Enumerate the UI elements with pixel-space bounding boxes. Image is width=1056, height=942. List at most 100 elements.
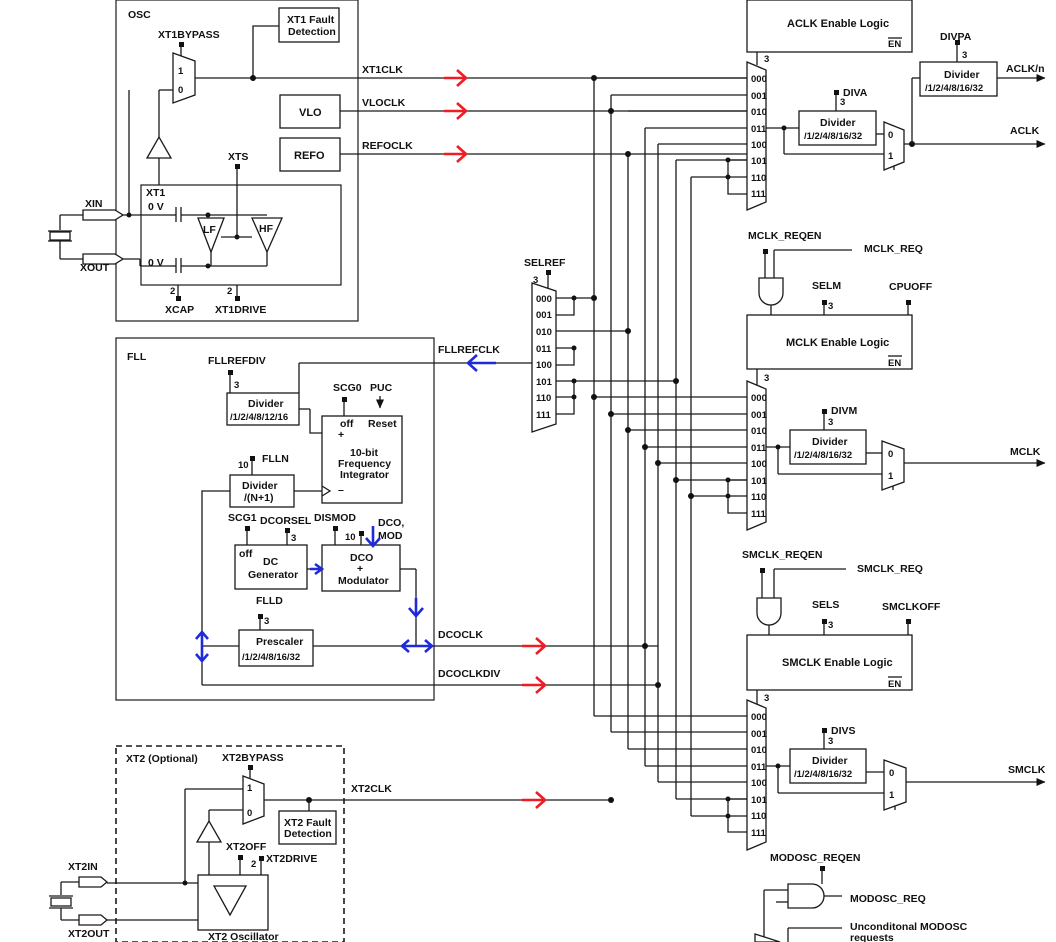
svg-text:/1/2/4/8/16/32: /1/2/4/8/16/32 — [794, 769, 852, 780]
svg-text:011: 011 — [751, 124, 767, 135]
red-arrow-refoclk — [444, 145, 468, 163]
svg-text:MOD: MOD — [378, 530, 403, 542]
osc-label: OSC — [128, 9, 151, 21]
svg-text:Divider: Divider — [812, 755, 848, 767]
svg-text:111: 111 — [751, 189, 767, 200]
svg-text:/1/2/4/8/12/16: /1/2/4/8/12/16 — [230, 412, 288, 423]
svg-text:110: 110 — [751, 811, 766, 822]
svg-text:DCO: DCO — [350, 552, 373, 564]
svg-text:110: 110 — [751, 492, 766, 503]
modosc-and-gate — [787, 883, 825, 909]
svg-text:0: 0 — [247, 808, 252, 819]
xt1-crystal — [49, 231, 71, 241]
red-arrow-vloclk — [444, 102, 468, 120]
svg-text:Divider: Divider — [248, 398, 284, 410]
xt2-crystal — [50, 897, 72, 907]
svg-text:SMCLK Enable Logic: SMCLK Enable Logic — [782, 657, 893, 669]
svg-text:001: 001 — [751, 410, 768, 421]
smclk-output: SMCLK — [1008, 764, 1046, 776]
xt1-bypass-mux — [172, 52, 196, 104]
aclk-output: ACLK — [1010, 125, 1040, 137]
xt2off-label: XT2OFF — [226, 841, 267, 853]
svg-text:VLO: VLO — [299, 107, 322, 119]
svg-text:100: 100 — [751, 140, 767, 151]
fllrefdiv-label: FLLREFDIV — [208, 355, 266, 367]
svg-text:XT1 Fault: XT1 Fault — [287, 14, 335, 26]
svg-text:010: 010 — [536, 327, 552, 338]
svg-text:101: 101 — [751, 156, 768, 167]
svg-text:100: 100 — [751, 459, 767, 470]
svg-text:011: 011 — [751, 762, 767, 773]
scg1-label: SCG1 — [228, 512, 257, 524]
scg0-label: SCG0 — [333, 382, 362, 394]
svg-text:Divider: Divider — [944, 69, 980, 81]
svg-text:1: 1 — [247, 783, 253, 794]
red-flow-arrows — [444, 69, 547, 809]
xout-label: XOUT — [80, 262, 110, 274]
dcoclk-label: DCOCLK — [438, 629, 483, 641]
dc-generator — [234, 544, 308, 590]
svg-text:2: 2 — [227, 286, 232, 297]
svg-text:111: 111 — [536, 410, 552, 421]
red-arrow-xt1clk — [444, 69, 468, 87]
xt2in-label: XT2IN — [68, 861, 98, 873]
svg-text:1: 1 — [888, 471, 894, 482]
svg-text:3: 3 — [764, 693, 769, 704]
sels-label: SELS — [812, 599, 839, 611]
svg-text:3: 3 — [764, 373, 769, 384]
modosc-reqen-label: MODOSC_REQEN — [770, 852, 860, 864]
svg-text:DC: DC — [263, 556, 279, 568]
svg-text:XT1: XT1 — [146, 187, 165, 199]
svg-text:Divider: Divider — [242, 480, 278, 492]
svg-text:0: 0 — [178, 85, 183, 96]
svg-text:110: 110 — [751, 173, 766, 184]
smclk-enable-logic — [746, 634, 913, 691]
xt1-fault-detection — [278, 7, 340, 43]
svg-text:101: 101 — [751, 476, 768, 487]
fll-label: FLL — [127, 351, 147, 363]
svg-text:Frequency: Frequency — [338, 458, 391, 470]
xt1-oscillator-box — [140, 184, 342, 286]
svg-text:1: 1 — [888, 151, 894, 162]
svg-text:EN: EN — [888, 679, 901, 690]
dcorsel-label: DCORSEL — [260, 515, 312, 527]
aclk-divider — [798, 110, 877, 146]
svg-text:3: 3 — [962, 50, 967, 61]
svg-text:Reset: Reset — [368, 418, 397, 430]
svg-text:001: 001 — [751, 91, 768, 102]
smclkoff-label: SMCLKOFF — [882, 601, 941, 613]
svg-text:101: 101 — [751, 795, 768, 806]
aclk-n-divider — [919, 61, 998, 97]
svg-text:0: 0 — [889, 768, 894, 779]
aclk-output-mux — [883, 121, 905, 171]
svg-text:000: 000 — [751, 393, 767, 404]
mclk-and-gate — [758, 277, 784, 306]
blue-arrow-dc-to-dco — [310, 562, 325, 576]
svg-text:3: 3 — [533, 275, 538, 286]
svg-text:MCLK Enable Logic: MCLK Enable Logic — [786, 337, 889, 349]
svg-text:Divider: Divider — [820, 117, 856, 129]
svg-text:EN: EN — [888, 39, 901, 50]
svg-text:XT2 Fault: XT2 Fault — [284, 817, 332, 829]
vloclk-label: VLOCLK — [362, 97, 406, 109]
smclk-output-mux — [883, 759, 907, 811]
mclk-enable-logic — [746, 314, 913, 370]
fllrefclk-label: FLLREFCLK — [438, 344, 500, 356]
svg-text:111: 111 — [751, 509, 767, 520]
svg-text:–: – — [338, 484, 344, 496]
fll-frame — [115, 337, 435, 701]
svg-text:Detection: Detection — [284, 828, 332, 840]
smclk-divider — [789, 748, 867, 784]
svg-text:1: 1 — [889, 790, 895, 801]
svg-text:3: 3 — [828, 417, 833, 428]
dcoclkdiv-label: DCOCLKDIV — [438, 668, 500, 680]
xcap-label: XCAP — [165, 304, 194, 316]
aclk-enable-logic — [746, 0, 913, 53]
selref-mux — [531, 282, 557, 433]
smclk-and-gate — [756, 597, 782, 626]
blue-arrow-fllrefclk — [466, 354, 496, 372]
svg-text:000: 000 — [536, 294, 552, 305]
xin-label: XIN — [85, 198, 103, 210]
svg-text:100: 100 — [536, 360, 552, 371]
